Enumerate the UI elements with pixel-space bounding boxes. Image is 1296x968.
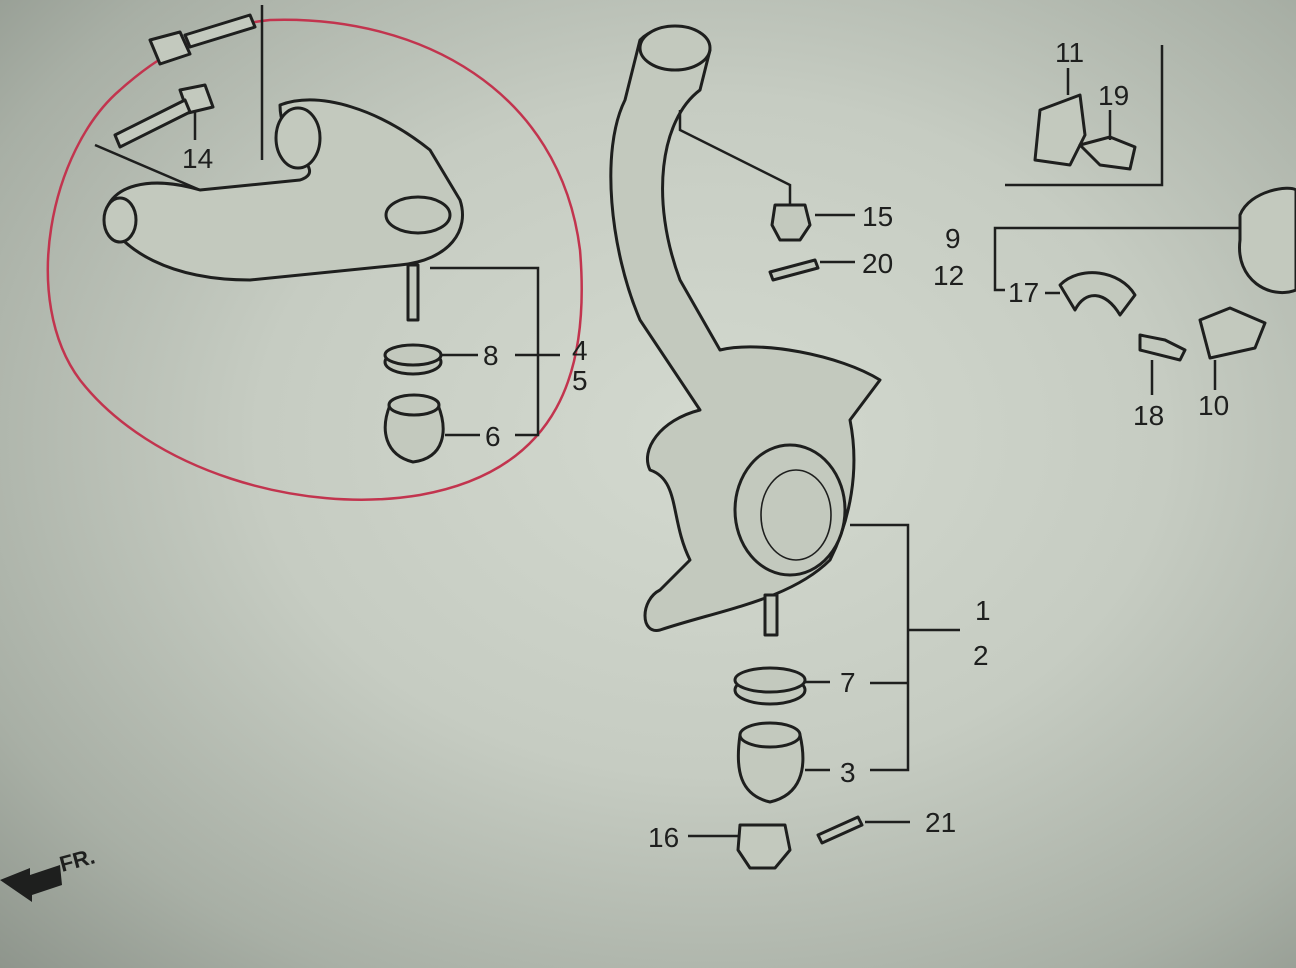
part-11-bracket bbox=[1033, 93, 1087, 167]
label-10: 10 bbox=[1198, 390, 1229, 421]
label-17: 17 bbox=[1008, 277, 1039, 308]
part-8-ring bbox=[383, 343, 443, 376]
label-4: 4 bbox=[572, 335, 588, 366]
steering-knuckle bbox=[609, 24, 882, 637]
part-15-nut bbox=[770, 203, 812, 242]
red-annotation-circle bbox=[46, 18, 583, 501]
part-3-boot bbox=[736, 721, 805, 804]
label-7: 7 bbox=[840, 667, 856, 698]
upper-control-arm bbox=[102, 98, 464, 322]
label-2: 2 bbox=[973, 640, 989, 671]
part-6-boot bbox=[383, 393, 445, 464]
label-18: 18 bbox=[1133, 400, 1164, 431]
part-16-nut bbox=[736, 823, 792, 870]
sensor-ring bbox=[1238, 186, 1296, 295]
label-1: 1 bbox=[975, 595, 991, 626]
bolt-top bbox=[148, 13, 257, 66]
part-17-clip bbox=[1058, 271, 1137, 317]
label-3: 3 bbox=[840, 757, 856, 788]
label-11: 11 bbox=[1055, 37, 1084, 68]
label-21: 21 bbox=[925, 807, 956, 838]
label-5: 5 bbox=[572, 365, 588, 396]
label-6: 6 bbox=[485, 421, 501, 452]
bolt-14 bbox=[113, 83, 215, 149]
label-9: 9 bbox=[945, 223, 961, 254]
part-18-bolt bbox=[1138, 333, 1187, 362]
front-label: FR. bbox=[57, 844, 98, 877]
part-20-pin bbox=[768, 258, 820, 282]
part-21-pin bbox=[816, 815, 864, 845]
label-20: 20 bbox=[862, 248, 893, 279]
label-8: 8 bbox=[483, 340, 499, 371]
label-14: 14 bbox=[182, 143, 213, 174]
part-7-ring bbox=[733, 666, 807, 706]
label-15: 15 bbox=[862, 201, 893, 232]
part-19-bolt bbox=[1078, 135, 1137, 171]
part-10-bracket bbox=[1198, 306, 1267, 360]
front-direction-arrow bbox=[0, 865, 62, 902]
label-16: 16 bbox=[648, 822, 679, 853]
label-19: 19 bbox=[1098, 80, 1129, 111]
label-12: 12 bbox=[933, 260, 964, 291]
